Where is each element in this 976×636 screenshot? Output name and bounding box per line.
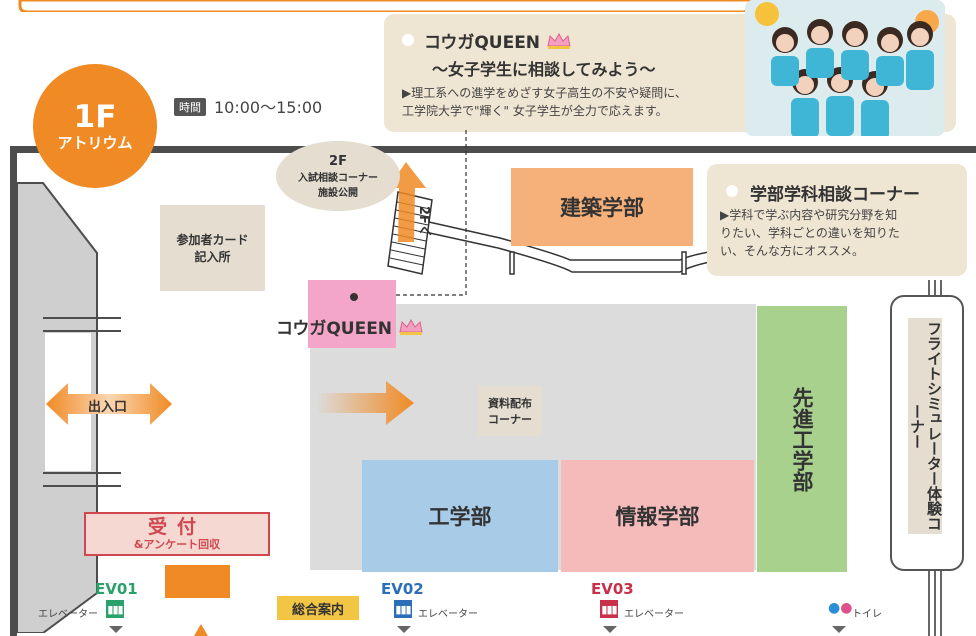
registration-desk: 参加者カード 記入所 — [160, 205, 265, 291]
elevator-1-id: EV01 — [95, 580, 138, 598]
second-floor-bubble: 2F 入試相談コーナー 施設公開 — [276, 141, 400, 211]
dept-consultation-box — [707, 164, 967, 276]
queen-spot-marker — [308, 280, 396, 348]
elevator-3-id: EV03 — [591, 580, 634, 598]
entrance-label: 出入口 — [88, 400, 128, 415]
queen-box-description: ▶理工系への進学をめざす女子高生の不安や疑問に、 工学院大学で"輝く" 女子学生… — [402, 86, 687, 118]
engineering-dept: 工学部 — [362, 460, 558, 572]
students-photo — [745, 0, 945, 136]
crown-icon — [399, 318, 423, 335]
materials-corner: 資料配布 コーナー — [478, 386, 542, 436]
elevator-3-text: エレベーター — [624, 609, 684, 620]
direction-arrow-icon — [316, 381, 414, 425]
elevator-icon: ▮▮▮ — [600, 600, 618, 618]
down-triangle-icon — [397, 626, 411, 633]
down-triangle-icon — [603, 626, 617, 633]
entrance-arrow-icon — [46, 383, 172, 425]
building-wall — [10, 146, 976, 636]
architecture-dept: 建築学部 — [511, 168, 693, 246]
bullet-dot-icon — [402, 34, 414, 46]
queen-box-subtitle: 〜女子学生に相談してみよう〜 — [432, 60, 656, 79]
flight-simulator-corner: フライトシミュレーター体験コーナー — [908, 318, 943, 534]
floor-number: 1F — [73, 99, 117, 135]
elevator-2-text: エレベーター — [418, 609, 478, 620]
up-arrow-small-icon — [194, 624, 208, 636]
queen-spot-dot — [350, 293, 358, 301]
information-desk: 総合案内 — [277, 596, 359, 620]
crown-icon — [547, 32, 571, 49]
informatics-dept: 情報学部 — [561, 460, 754, 572]
queen-spot-label: コウガQUEEN — [276, 314, 424, 339]
elevator-2-id: EV02 — [381, 580, 424, 598]
floor-badge: 1F アトリウム — [33, 64, 157, 188]
elevator-icon: ▮▮▮ — [394, 600, 412, 618]
dept-box-description: ▶学科で学ぶ内容や研究分野を知 りたい、学科ごとの違いを知りた い、そんな方にオ… — [720, 208, 900, 258]
floor-area: アトリウム — [57, 134, 133, 152]
down-triangle-icon — [109, 626, 123, 633]
queen-box-title: コウガQUEEN — [424, 28, 572, 53]
toilet-icon: ●● — [828, 600, 853, 616]
time-tag: 時間 — [174, 98, 206, 116]
dept-box-title: 学部学科相談コーナー — [750, 185, 920, 205]
time-value: 10:00〜15:00 — [214, 98, 323, 117]
right-wall-lines — [928, 280, 942, 636]
advanced-engineering-dept: 先進工学部 — [757, 306, 847, 572]
reception-marker — [165, 565, 230, 598]
reception-desk: 受付 &アンケート回収 — [84, 512, 270, 556]
down-triangle-icon — [832, 626, 846, 633]
toilet-label: トイレ — [852, 609, 882, 620]
elevator-1-text: エレベーター — [38, 609, 98, 620]
top-banner-edge — [18, 0, 757, 12]
bullet-dot-icon — [726, 185, 738, 197]
stairs-label: 2Fへ — [416, 206, 431, 237]
elevator-icon: ▮▮▮ — [106, 600, 124, 618]
